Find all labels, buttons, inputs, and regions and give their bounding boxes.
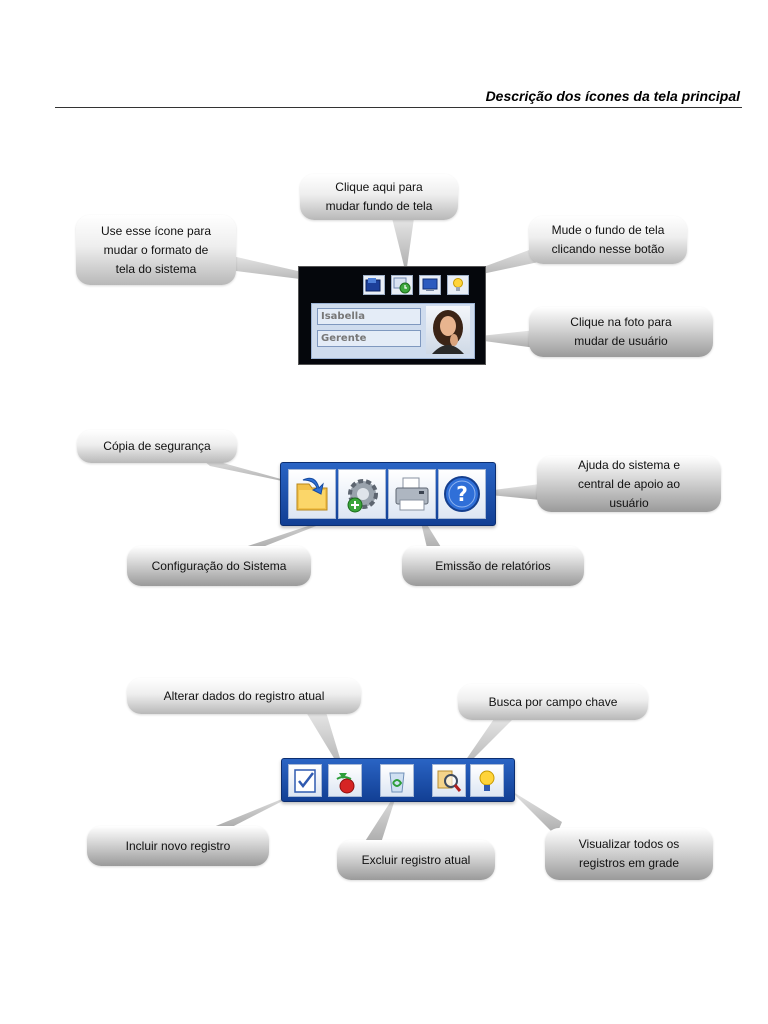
new-record-button[interactable] xyxy=(288,764,322,797)
help-icon: ? xyxy=(444,476,480,512)
search-record-button[interactable] xyxy=(432,764,466,797)
lightbulb-icon[interactable] xyxy=(447,275,469,295)
delete-record-icon xyxy=(389,772,405,793)
record-toolbar xyxy=(281,758,515,802)
leader-wallpaper-top xyxy=(392,218,414,274)
leader-grid xyxy=(510,790,562,836)
callout-help: Ajuda do sistema e central de apoio ao u… xyxy=(537,456,721,512)
screen-format-icon[interactable] xyxy=(363,275,385,295)
page-title: Descrição dos ícones da tela principal xyxy=(485,88,740,104)
callout-backup: Cópia de segurança xyxy=(77,430,237,463)
user-role-field: Gerente xyxy=(317,330,421,347)
wallpaper-clock-icon[interactable] xyxy=(391,275,413,295)
callout-reports: Emissão de relatórios xyxy=(402,546,584,586)
callout-new-record: Incluir novo registro xyxy=(87,826,269,866)
callout-screen-format: Use esse ícone para mudar o formato de t… xyxy=(76,215,236,285)
system-toolbar: ? xyxy=(280,462,496,526)
callout-wallpaper-top: Clique aqui para mudar fundo de tela xyxy=(300,174,458,220)
callout-delete-record: Excluir registro atual xyxy=(337,840,495,880)
callout-edit-record: Alterar dados do registro atual xyxy=(127,678,361,714)
backup-button[interactable] xyxy=(288,469,336,519)
user-name-field: Isabella xyxy=(317,308,421,325)
settings-button[interactable] xyxy=(338,469,386,519)
printer-icon xyxy=(395,477,429,511)
edit-record-icon xyxy=(336,773,355,794)
callout-user-photo: Clique na foto para mudar de usuário xyxy=(529,307,713,357)
leader-help xyxy=(470,484,540,500)
new-record-icon xyxy=(294,769,316,793)
callout-view-all: Visualizar todos os registros em grade xyxy=(545,828,713,880)
view-all-button[interactable] xyxy=(470,764,504,797)
callout-config: Configuração do Sistema xyxy=(127,546,311,586)
leader-new xyxy=(206,790,304,830)
wallpaper-change-icon[interactable] xyxy=(419,275,441,295)
leader-backup xyxy=(198,456,306,486)
callout-wallpaper-button: Mude o fundo de tela clicando nesse botã… xyxy=(529,216,687,264)
title-rule xyxy=(55,107,742,108)
reports-button[interactable] xyxy=(388,469,436,519)
edit-record-button[interactable] xyxy=(328,764,362,797)
settings-gear-icon xyxy=(347,479,378,513)
delete-record-button[interactable] xyxy=(380,764,414,797)
user-info-box: Isabella Gerente xyxy=(311,303,475,359)
search-icon xyxy=(437,770,462,792)
leader-delete xyxy=(362,790,398,846)
leader-photo xyxy=(462,330,536,348)
view-all-lightbulb-icon xyxy=(479,770,495,791)
main-screen-header-widget: Isabella Gerente xyxy=(298,266,486,365)
callout-search: Busca por campo chave xyxy=(458,684,648,720)
help-button[interactable]: ? xyxy=(438,469,486,519)
user-photo[interactable] xyxy=(426,306,470,354)
backup-folder-icon xyxy=(296,477,328,511)
svg-text:?: ? xyxy=(456,482,468,506)
